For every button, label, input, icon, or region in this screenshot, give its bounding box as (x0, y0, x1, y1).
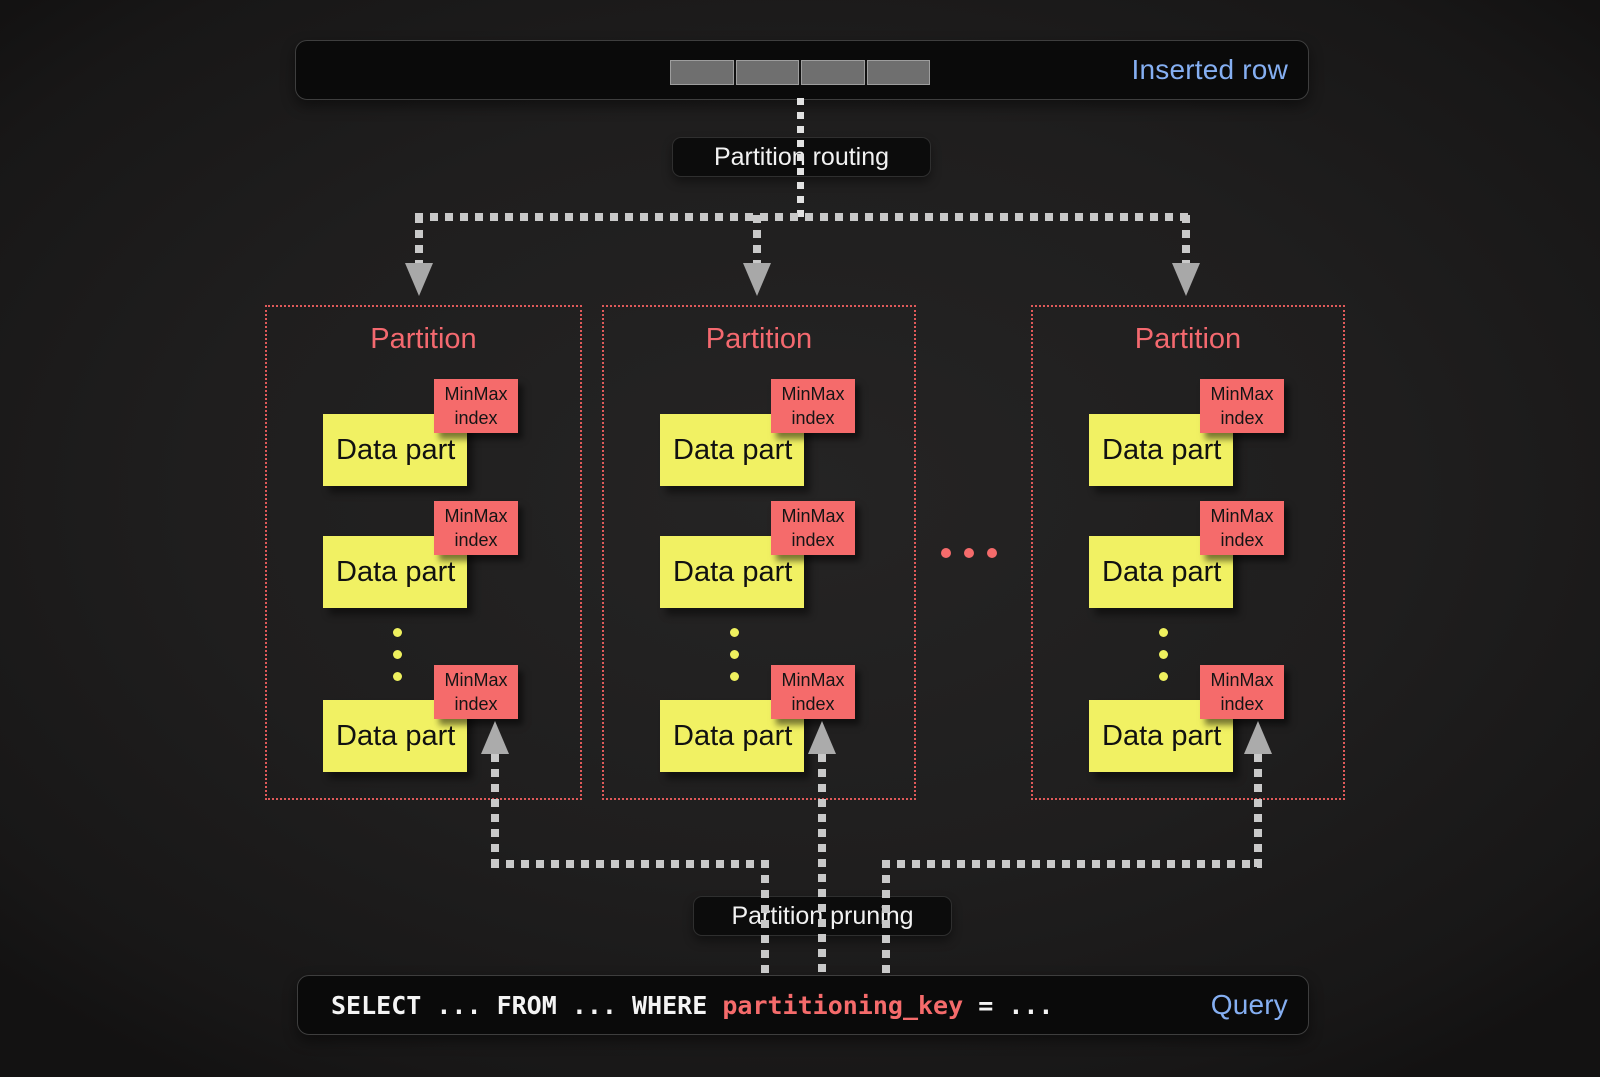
minmax-index-tag: MinMax index (771, 665, 855, 719)
more-parts-dots (1159, 628, 1168, 681)
partition-box: Partition MinMax index Data part MinMax … (265, 305, 582, 800)
routing-connector-line (797, 98, 804, 219)
inserted-row-panel: Inserted row (295, 40, 1309, 100)
dot (1159, 650, 1168, 659)
row-cell (670, 60, 734, 85)
partition-ellipsis (941, 548, 997, 558)
more-parts-dots (730, 628, 739, 681)
arrow-up-icon (808, 721, 836, 754)
dot (941, 548, 951, 558)
minmax-index-tag: MinMax index (1200, 665, 1284, 719)
minmax-index-tag: MinMax index (434, 665, 518, 719)
routing-branch-drop (753, 215, 761, 266)
dot (730, 628, 739, 637)
dot (393, 672, 402, 681)
arrow-up-icon (1244, 721, 1272, 754)
partition-box: Partition MinMax index Data part MinMax … (602, 305, 916, 800)
sql-partitioning-key: partitioning_key (722, 990, 964, 1020)
dot (1159, 628, 1168, 637)
routing-branch-drop (1182, 215, 1190, 266)
minmax-index-tag: MinMax index (434, 501, 518, 555)
partition-title: Partition (1134, 323, 1242, 355)
more-parts-dots (393, 628, 402, 681)
routing-branch-line (415, 213, 1190, 221)
sql-tail: = ... (963, 990, 1054, 1020)
pruning-branch-line (491, 860, 769, 868)
dot (393, 628, 402, 637)
partition-title: Partition (705, 323, 813, 355)
dot (1159, 672, 1168, 681)
pruning-connector-line (491, 754, 499, 868)
minmax-index-tag: MinMax index (1200, 379, 1284, 433)
minmax-index-tag: MinMax index (1200, 501, 1284, 555)
row-cell (735, 60, 799, 85)
pruning-branch-drop (761, 860, 769, 976)
dot (730, 650, 739, 659)
query-panel: SELECT ... FROM ... WHERE partitioning_k… (297, 975, 1309, 1035)
minmax-index-tag: MinMax index (771, 501, 855, 555)
dot (964, 548, 974, 558)
pruning-connector-line (818, 754, 826, 976)
routing-branch-drop (415, 215, 423, 266)
inserted-row-label: Inserted row (1131, 54, 1288, 85)
dot (987, 548, 997, 558)
pruning-branch-drop (882, 860, 890, 976)
row-cell (801, 60, 865, 85)
dot (393, 650, 402, 659)
sql-select-clause: SELECT ... FROM ... WHERE (331, 990, 723, 1020)
data-part-box: Data part (323, 414, 467, 486)
minmax-index-tag: MinMax index (771, 379, 855, 433)
query-label: Query (1210, 989, 1288, 1020)
arrow-up-icon (481, 721, 509, 754)
arrow-down-icon (405, 263, 433, 296)
minmax-index-tag: MinMax index (434, 379, 518, 433)
pruning-connector-line (1254, 754, 1262, 868)
arrow-down-icon (743, 263, 771, 296)
partition-box: Partition MinMax index Data part MinMax … (1031, 305, 1345, 800)
dot (730, 672, 739, 681)
partition-title: Partition (370, 323, 477, 355)
arrow-down-icon (1172, 263, 1200, 296)
row-cell (866, 60, 930, 85)
sql-query-text: SELECT ... FROM ... WHERE partitioning_k… (331, 976, 1053, 1034)
inserted-row-cells (670, 60, 930, 85)
pruning-branch-line (882, 860, 1262, 868)
